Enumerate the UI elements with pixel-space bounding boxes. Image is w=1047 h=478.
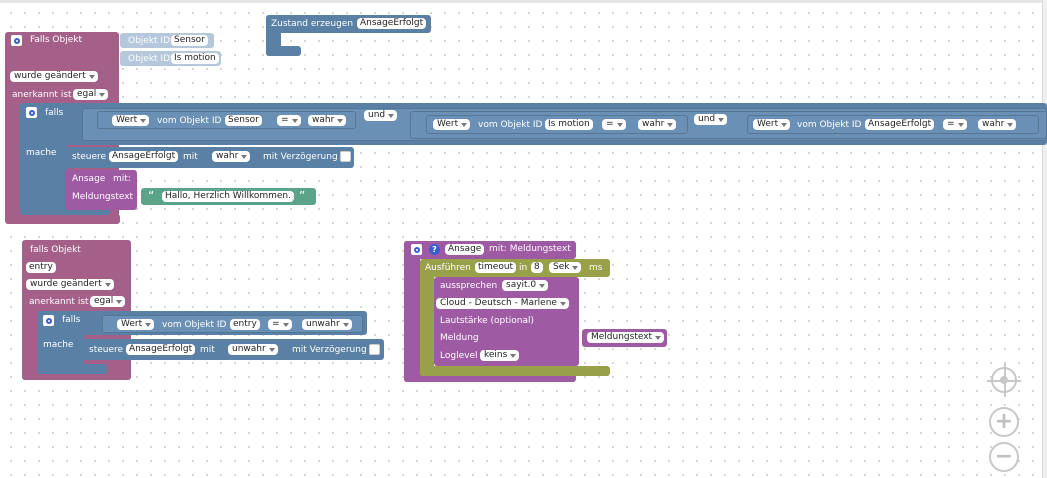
timeout-value-field[interactable]: 8 [531,262,543,273]
function-definition-footer [404,372,576,382]
zoom-in-button[interactable]: + [989,407,1019,437]
zustand-erzeugen-label: Zustand erzeugen [271,19,354,29]
aussprechen-label: aussprechen [440,281,498,291]
help-icon[interactable]: ? [429,244,440,255]
target-icon[interactable] [987,363,1021,397]
objekt-id-field[interactable]: entry [230,319,260,330]
objekt-id-field[interactable]: AnsageErfolgt [126,344,196,355]
timeout-name-field[interactable]: timeout [475,262,517,273]
gear-icon[interactable] [26,107,37,118]
anerkannt-dropdown[interactable]: egal [73,89,109,100]
meldung-label: Meldung [440,333,479,343]
function-definition-body [404,241,420,382]
operator-dropdown[interactable]: = [943,119,967,130]
zustand-erzeugen-footer [266,46,301,56]
meldungstext-label: Meldungstext [72,192,134,202]
anerkannt-dropdown[interactable]: egal [90,296,126,307]
value-dropdown[interactable]: wahr [308,115,347,126]
workspace-scrollbar[interactable] [1042,0,1047,478]
function-params-label: mit: Meldungstext [489,244,571,254]
in-label: in [519,263,528,273]
voice-dropdown[interactable]: Cloud - Deutsch - Marlene [436,298,569,309]
operator-dropdown[interactable]: = [268,319,292,330]
instance-dropdown[interactable]: sayit.0 [502,280,549,291]
event-block-footer [5,214,120,224]
wurde-geaendert-dropdown[interactable]: wurde geändert [26,279,114,290]
if-block-footer [37,364,107,374]
objekt-id-field[interactable]: Is motion [171,53,219,64]
wert-dropdown[interactable]: Wert [112,115,150,126]
objekt-id-field[interactable]: AnsageErfolgt [865,119,935,130]
ausfuehren-timeout-body [420,259,434,376]
target-crosshair [1004,363,1006,397]
gear-icon[interactable] [11,35,22,46]
gear-icon[interactable] [411,244,422,255]
function-name-field[interactable]: Ansage [445,244,485,255]
objekt-id-field[interactable]: Is motion [545,119,593,130]
wert-dropdown[interactable]: Wert [117,319,155,330]
ansage-label: Ansage [72,174,106,184]
vom-objekt-id-label: vom Objekt ID [478,120,543,130]
falls-objekt-label: Falls Objekt [30,35,82,45]
value-dropdown[interactable]: wahr [978,119,1017,130]
mit-verzoegerung-label: mit Verzögerung [292,345,367,355]
verzoegerung-checkbox[interactable] [369,344,380,355]
wurde-geaendert-dropdown[interactable]: wurde geändert [10,71,98,82]
variable-dropdown[interactable]: Meldungstext [587,332,665,343]
zustand-erzeugen-body [266,15,281,56]
value-dropdown[interactable]: wahr [638,119,677,130]
objekt-id-label: Objekt ID [128,36,171,46]
state-name-field[interactable]: AnsageErfolgt [357,18,427,29]
falls-label: falls [45,108,64,118]
objekt-id-field[interactable]: entry [26,262,56,273]
if-block-footer [20,205,110,215]
workspace-top-border [0,0,1047,3]
falls-objekt-label: falls Objekt [30,245,81,255]
text-field[interactable]: Hallo, Herzlich Willkommen. [162,191,294,202]
quote-open-icon: “ [148,189,155,203]
und-dropdown[interactable]: und [694,114,728,125]
value-dropdown[interactable]: unwahr [302,319,352,330]
target-crosshair [987,380,1021,382]
mit-verzoegerung-label: mit Verzögerung [263,152,338,162]
objekt-id-field[interactable]: Sensor [225,115,262,126]
quote-close-icon: ” [299,189,306,203]
steuere-label: steuere [89,345,124,355]
vom-objekt-id-label: vom Objekt ID [157,116,222,126]
mache-label: mache [26,148,57,158]
anerkannt-ist-label: anerkannt ist [12,90,72,100]
objekt-id-label: Objekt ID [128,54,171,64]
loglevel-label: Loglevel [440,351,478,361]
mit-label: mit [183,152,198,162]
ausfuehren-timeout-footer [420,366,610,376]
minus-icon: − [994,444,1014,469]
vom-objekt-id-label: vom Objekt ID [162,320,227,330]
loglevel-dropdown[interactable]: keins [480,350,520,361]
mit-label: mit [200,345,215,355]
wert-dropdown[interactable]: Wert [753,119,791,130]
gear-icon[interactable] [43,315,54,326]
lautstaerke-label: Lautstärke (optional) [440,316,534,326]
anerkannt-ist-label: anerkannt ist [29,297,89,307]
plus-icon: + [994,409,1014,434]
objekt-id-field[interactable]: Sensor [171,35,208,46]
mache-label: mache [43,340,74,350]
mit-label: mit: [113,174,131,184]
falls-label: falls [62,315,81,325]
objekt-id-field[interactable]: AnsageErfolgt [109,151,179,162]
ausfuehren-label: Ausführen [425,263,471,273]
ansage-function-call[interactable] [65,170,137,210]
zoom-out-button[interactable]: − [989,442,1019,472]
steuere-label: steuere [72,152,107,162]
operator-dropdown[interactable]: = [602,119,626,130]
timeout-unit-dropdown[interactable]: Sek [549,262,582,273]
value-dropdown[interactable]: unwahr [228,344,278,355]
value-dropdown[interactable]: wahr [212,151,251,162]
ms-label: ms [589,263,603,273]
und-dropdown[interactable]: und [364,110,398,121]
operator-dropdown[interactable]: = [277,115,301,126]
vom-objekt-id-label: vom Objekt ID [797,120,862,130]
verzoegerung-checkbox[interactable] [340,151,351,162]
wert-dropdown[interactable]: Wert [433,119,471,130]
